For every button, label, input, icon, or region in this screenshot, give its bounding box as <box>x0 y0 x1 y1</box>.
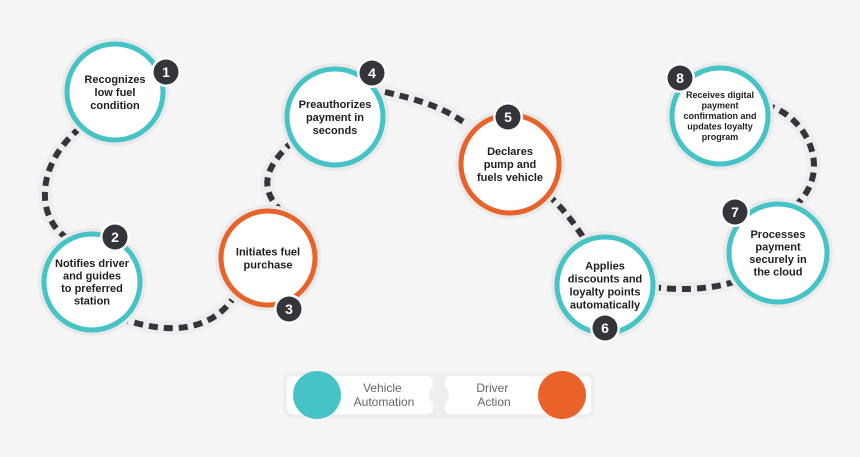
step-label-line: Notifies driver <box>55 258 130 270</box>
step-label-line: updates loyalty <box>687 122 753 132</box>
step-label-line: low fuel <box>95 87 136 99</box>
legend-joint <box>429 385 449 405</box>
connector-track-4 <box>378 85 473 131</box>
step-label-line: securely in <box>749 254 807 266</box>
step-label-line: Declares <box>487 146 533 158</box>
step-label-line: payment <box>755 242 801 254</box>
step-label-line: Preauthorizes <box>299 99 372 111</box>
step-number-badge <box>495 104 521 130</box>
step-number: 4 <box>368 65 376 81</box>
step-number-badge <box>722 199 748 225</box>
step-number-badge <box>276 296 302 322</box>
step-number: 8 <box>676 70 684 86</box>
step-label-line: and guides <box>63 271 121 283</box>
step-label-line: purchase <box>244 259 293 271</box>
step-label-line: the cloud <box>754 267 803 279</box>
step-label-line: to preferred <box>61 283 123 295</box>
connector-dashes-4 <box>384 89 468 127</box>
step-number-badge <box>102 224 128 250</box>
step-label-line: fuels vehicle <box>477 172 543 184</box>
step-circle <box>669 65 771 167</box>
legend: Vehicle Automation Driver Action <box>283 371 595 419</box>
step-label-line: payment in <box>306 112 364 124</box>
step-label-line: Processes <box>750 229 805 241</box>
step-label-line: Applies <box>585 260 625 272</box>
step-circle <box>218 208 318 308</box>
step-number: 1 <box>162 64 170 80</box>
step-circle <box>64 41 166 143</box>
step-number-badge <box>592 315 618 341</box>
step-number: 2 <box>111 229 119 245</box>
step-number-badge <box>359 60 385 86</box>
step-label-line: automatically <box>570 299 641 311</box>
legend-driver-label: Driver Action <box>476 381 511 409</box>
connector-dashes-3 <box>264 139 295 215</box>
step-label-line: Initiates fuel <box>236 246 300 258</box>
step-number-badge <box>153 59 179 85</box>
step-label-line: program <box>702 132 739 142</box>
step-circle <box>284 66 386 168</box>
legend-vehicle-swatch <box>293 371 341 419</box>
step-number: 5 <box>504 109 512 125</box>
step-label-line: discounts and <box>568 273 643 285</box>
step-number: 3 <box>285 301 293 317</box>
legend-vehicle-label: Vehicle Automation <box>354 381 415 409</box>
connector-dashes-1 <box>41 125 82 243</box>
step-label-line: Recognizes <box>84 74 145 86</box>
step-label-line: loyalty points <box>570 286 641 298</box>
connector-dashes-2 <box>118 298 235 331</box>
connector-dashes-7 <box>767 103 817 209</box>
step-label-line: station <box>74 296 110 308</box>
step-label-line: payment <box>701 101 738 111</box>
step-label-line: pump and <box>484 159 537 171</box>
step-label-line: condition <box>90 100 140 112</box>
step-circle <box>41 231 143 333</box>
legend-driver-swatch <box>538 371 586 419</box>
step-label-line: Receives digital <box>686 90 754 100</box>
step-circle <box>726 201 830 305</box>
step-number: 6 <box>601 320 609 336</box>
step-number: 7 <box>731 204 739 220</box>
step-label-line: seconds <box>313 125 358 137</box>
step-label-line: confirmation and <box>683 111 756 121</box>
step-number-badge <box>667 65 693 91</box>
